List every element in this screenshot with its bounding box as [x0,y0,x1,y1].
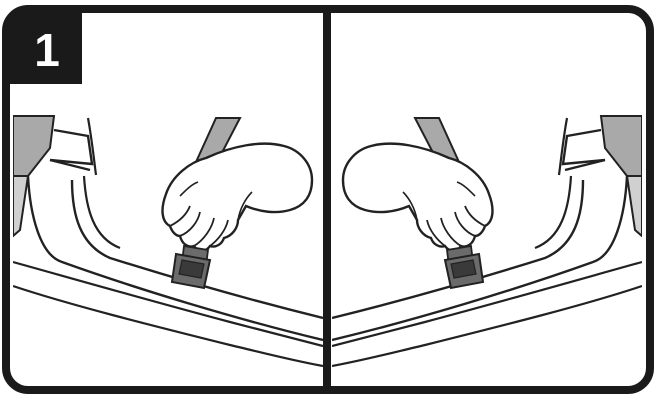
step-number: 1 [12,16,82,84]
right-panel [332,116,642,366]
panel-divider [323,9,331,390]
left-panel [13,116,323,366]
